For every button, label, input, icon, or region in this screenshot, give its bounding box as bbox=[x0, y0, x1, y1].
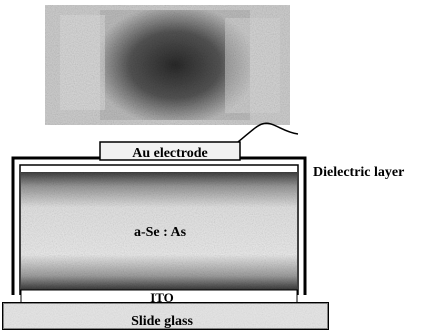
semiconductor-label: a-Se : As bbox=[134, 225, 187, 240]
a-se-as-layer bbox=[21, 172, 297, 290]
au-electrode bbox=[99, 141, 241, 161]
ito-label: ITO bbox=[150, 290, 174, 305]
electrode-label: Au electrode bbox=[132, 146, 208, 161]
dielectric-layer-inner bbox=[19, 164, 299, 295]
substrate-label: Slide glass bbox=[131, 314, 193, 329]
dielectric-label: Dielectric layer bbox=[313, 165, 404, 180]
sample-photo bbox=[45, 5, 290, 125]
slide-glass bbox=[2, 302, 329, 330]
electrode-wire bbox=[237, 122, 299, 143]
